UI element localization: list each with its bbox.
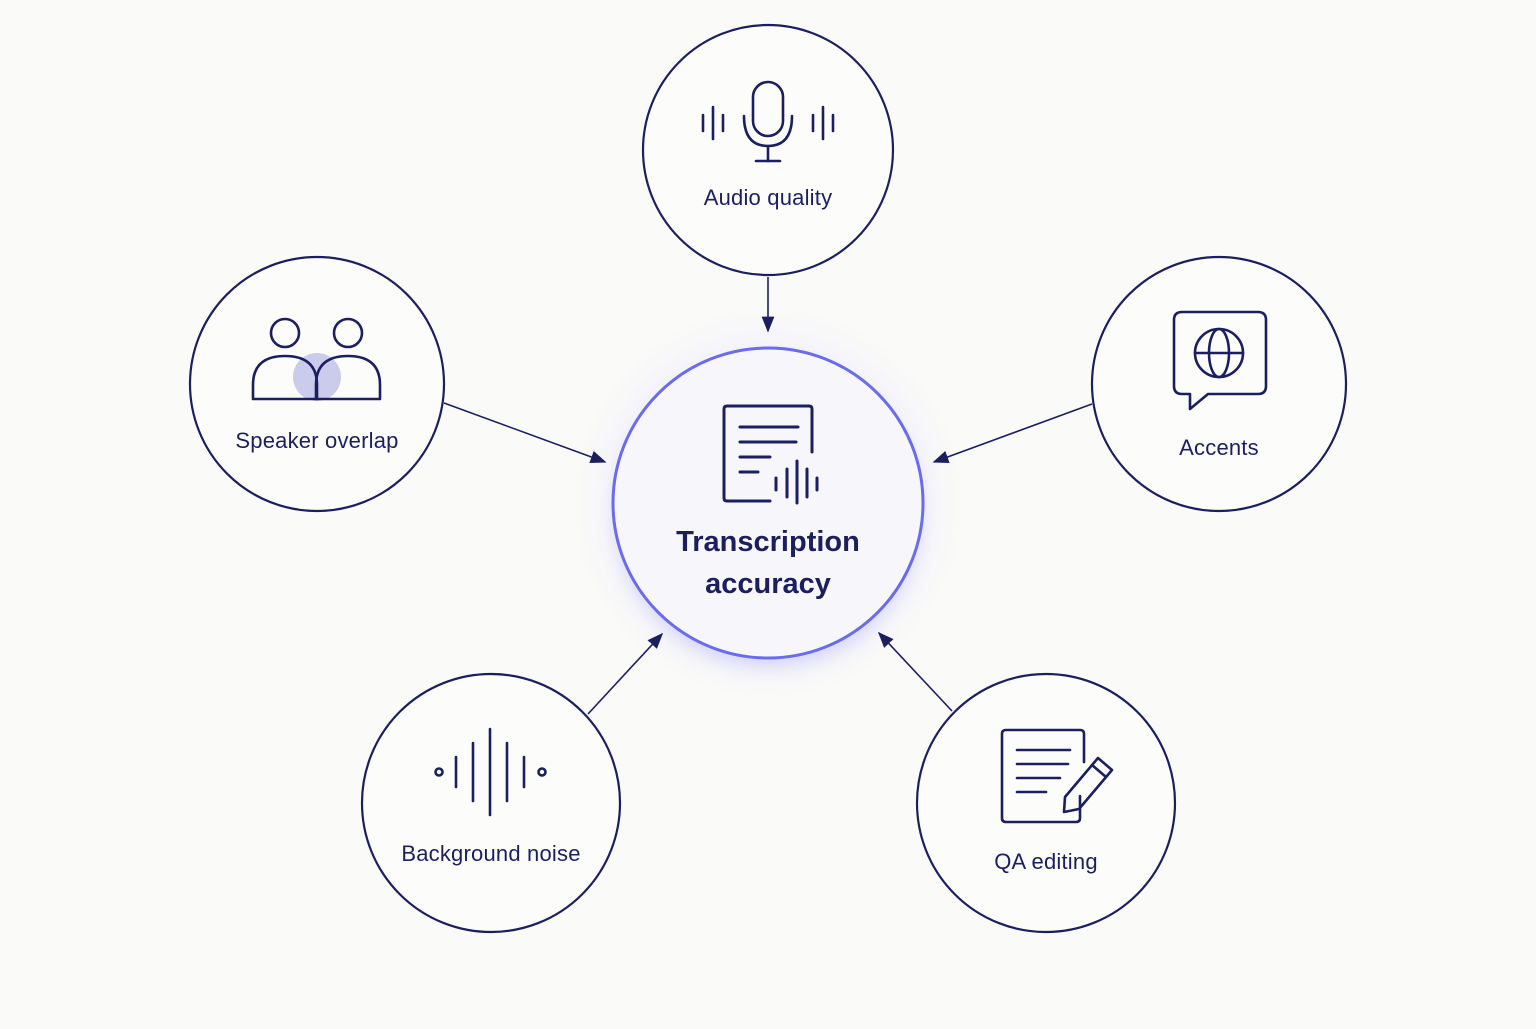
arrow-speaker-overlap [443, 402, 607, 464]
arrow-accents [932, 403, 1093, 464]
factor-node-accents [1090, 255, 1348, 513]
document-pencil-icon [1000, 728, 1114, 824]
label-accents: Accents [1179, 435, 1259, 460]
label-speaker-overlap: Speaker overlap [235, 428, 399, 453]
microphone-icon [701, 80, 835, 163]
overlapping-people-icon [251, 317, 382, 401]
center-title: Transcription accuracy [676, 521, 860, 605]
arrow-background-noise [587, 632, 664, 715]
center-node [611, 346, 925, 660]
sound-wave-icon [434, 727, 547, 817]
label-background-noise: Background noise [401, 841, 581, 866]
center-title-line-2: accuracy [705, 568, 831, 600]
arrow-qa-editing [877, 631, 953, 712]
label-qa-editing: QA editing [994, 849, 1098, 874]
factor-node-qa-editing [915, 672, 1177, 934]
document-waveform-icon [722, 404, 819, 505]
label-audio-quality: Audio quality [703, 185, 833, 210]
center-title-line-1: Transcription [676, 526, 860, 558]
speech-bubble-globe-icon [1172, 310, 1268, 411]
